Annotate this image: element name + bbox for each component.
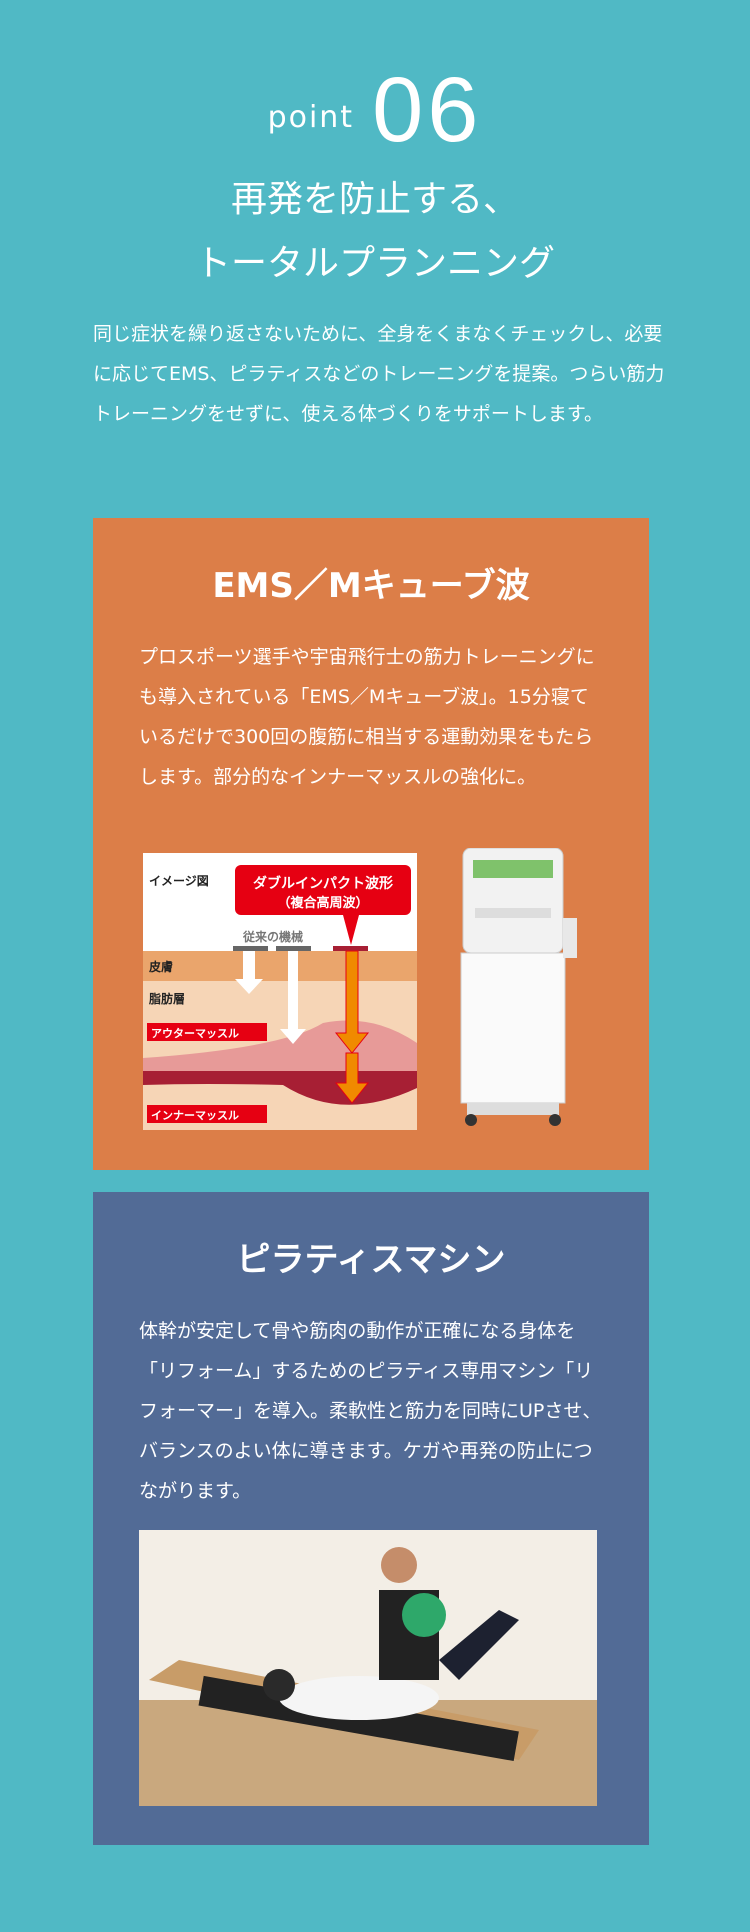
section-title: 再発を防止する、 トータルプランニング: [0, 168, 750, 296]
diagram-label: イメージ図: [149, 874, 209, 888]
diagram-callout1: ダブルインパクト波形: [253, 875, 393, 892]
ems-diagram: イメージ図 ダブルインパクト波形 （複合高周波） 従来の機械 皮膚 脂肪層 アウ…: [143, 853, 417, 1130]
point-heading: point 06: [0, 58, 750, 163]
ems-body: プロスポーツ選手や宇宙飛行士の筋力トレーニングにも導入されている「EMS／Mキュ…: [139, 646, 595, 788]
diagram-callout2: （複合高周波）: [277, 895, 368, 911]
diagram-fat: 脂肪層: [148, 991, 185, 1006]
point-label: point: [267, 100, 355, 135]
diagram-skin: 皮膚: [148, 959, 173, 974]
diagram-conventional: 従来の機械: [242, 929, 303, 944]
point-number: 06: [372, 59, 483, 161]
intro-text: 同じ症状を繰り返さないために、全身をくまなくチェックし、必要に応じてEMS、ピラ…: [93, 323, 665, 425]
title-line-1: 再発を防止する、: [230, 179, 519, 220]
pilates-photo: [139, 1530, 597, 1806]
diagram-outer: アウターマッスル: [151, 1027, 239, 1040]
title-line-2: トータルプランニング: [194, 243, 555, 284]
ems-machine-image: [453, 847, 593, 1128]
ems-title: EMS／Mキューブ波: [212, 566, 530, 606]
diagram-inner: インナーマッスル: [151, 1109, 239, 1122]
pilates-body: 体幹が安定して骨や筋肉の動作が正確になる身体を「リフォーム」するためのピラティス…: [139, 1320, 602, 1502]
ems-card: EMS／Mキューブ波 プロスポーツ選手や宇宙飛行士の筋力トレーニングにも導入され…: [93, 518, 649, 1170]
pilates-card: ピラティスマシン 体幹が安定して骨や筋肉の動作が正確になる身体を「リフォーム」す…: [93, 1192, 649, 1845]
pilates-title: ピラティスマシン: [236, 1240, 506, 1280]
